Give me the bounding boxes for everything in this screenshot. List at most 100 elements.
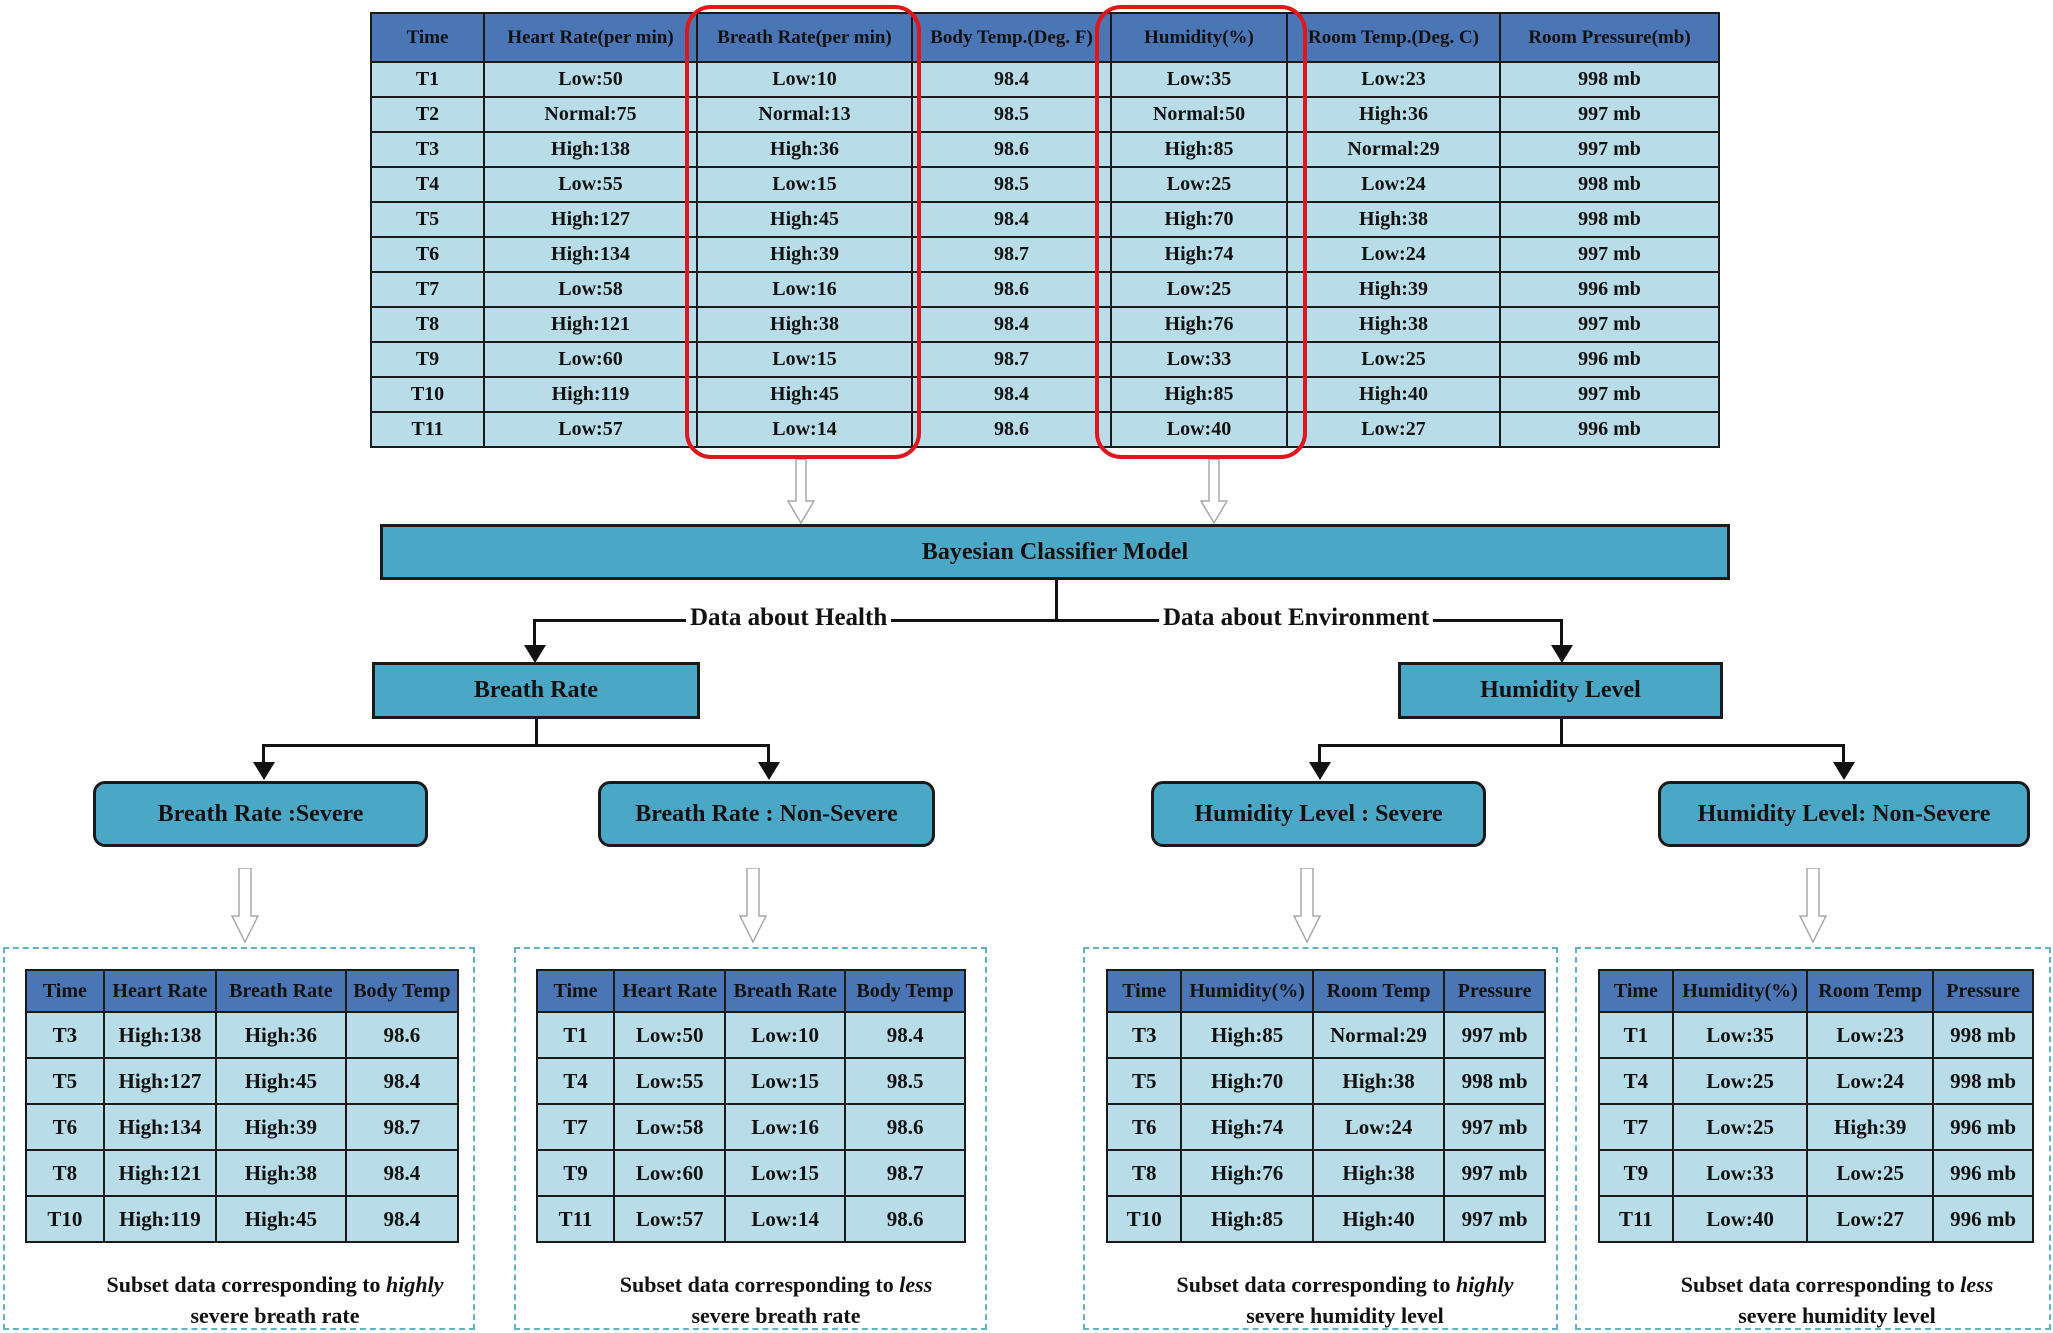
humidity-level-severe-node: Humidity Level : Severe [1151,781,1486,847]
table-cell: 98.7 [344,1103,460,1151]
bayesian-classifier-box: Bayesian Classifier Model [380,524,1730,580]
caption-emphasis: less [899,1272,933,1297]
caption-text: Subset data corresponding to [1680,1272,1961,1297]
table-cell: High:39 [696,236,913,273]
table-cell: Low:15 [724,1057,847,1105]
table-cell: T9 [535,1149,616,1197]
arrowhead [1551,645,1573,663]
table-cell: Low:27 [1806,1195,1935,1243]
table-cell: 98.4 [344,1057,460,1105]
table-cell: Low:57 [613,1195,727,1243]
table-cell: T11 [1598,1195,1674,1243]
column-header: Time [1598,969,1674,1013]
table-cell: High:45 [215,1195,347,1243]
arrowhead [1309,762,1331,780]
table-cell: High:38 [696,306,913,343]
table-cell: High:38 [215,1149,347,1197]
caption-text: Subset data corresponding to [1176,1272,1457,1297]
table-cell: T6 [1105,1103,1183,1151]
column-header: Room Temp.(Deg. C) [1286,12,1501,63]
table-cell: T11 [370,411,485,448]
table-cell: 98.4 [911,201,1112,238]
table-cell: Low:16 [696,271,913,308]
table-cell: Low:55 [483,166,698,203]
table-cell: 998 mb [1499,166,1720,203]
table-cell: Low:25 [1286,341,1501,378]
breath-to-classifier-arrow [786,459,816,525]
table-cell: 998 mb [1443,1057,1546,1105]
table-cell: T6 [25,1103,105,1151]
table-cell: High:138 [102,1011,218,1059]
table-cell: Low:58 [483,271,698,308]
health-branch-label: Data about Health [686,604,892,632]
table-cell: T1 [535,1011,616,1059]
table-cell: 996 mb [1932,1103,2034,1151]
table-cell: High:36 [215,1011,347,1059]
column-header: Pressure [1932,969,2034,1013]
table-cell: High:74 [1180,1103,1314,1151]
table-cell: High:70 [1180,1057,1314,1105]
table-cell: T8 [25,1149,105,1197]
column-header: Humidity(%) [1180,969,1314,1013]
breath-rate-column-highlight [685,5,921,459]
table-cell: Normal:13 [696,96,913,133]
table-cell: Low:40 [1671,1195,1809,1243]
table-cell: High:38 [1311,1149,1446,1197]
connector [533,619,536,647]
table-cell: 996 mb [1499,271,1720,308]
table-cell: Low:40 [1110,411,1288,448]
table-cell: T8 [370,306,485,343]
breath-rate-severe-node: Breath Rate :Severe [93,781,428,847]
table-cell: High:119 [483,376,698,413]
table-cell: 996 mb [1499,341,1720,378]
table-cell: High:70 [1110,201,1288,238]
table-cell: Low:60 [613,1149,727,1197]
table-cell: 997 mb [1499,96,1720,133]
table-cell: Low:23 [1286,61,1501,98]
table-cell: 98.6 [911,271,1112,308]
table-cell: 997 mb [1499,131,1720,168]
column-header: Body Temp.(Deg. F) [911,12,1112,63]
non-severe-breath-subset-arrow [738,868,768,944]
caption-emphasis: less [1960,1272,1994,1297]
table-cell: 98.4 [911,306,1112,343]
table-cell: 996 mb [1932,1149,2034,1197]
humidity-level-node-label: Humidity Level [1480,677,1641,703]
caption-text: Subset data corresponding to [619,1272,900,1297]
table-cell: 98.5 [911,96,1112,133]
table-cell: T2 [370,96,485,133]
table-cell: High:39 [1286,271,1501,308]
connector [1318,744,1845,747]
table-cell: Low:24 [1286,166,1501,203]
humidity-level-non-severe-label: Humidity Level: Non-Severe [1697,800,1991,827]
table-cell: 98.4 [844,1011,966,1059]
table-cell: 98.7 [844,1149,966,1197]
table-cell: 98.6 [911,411,1112,448]
table-cell: T9 [1598,1149,1674,1197]
table-cell: 98.6 [344,1011,460,1059]
table-cell: Low:23 [1806,1011,1935,1059]
column-header: Breath Rate(per min) [696,12,913,63]
table-cell: Low:27 [1286,411,1501,448]
subset-caption: Subset data corresponding to highly seve… [5,1269,545,1331]
connector [262,744,770,747]
table-cell: High:45 [215,1057,347,1105]
